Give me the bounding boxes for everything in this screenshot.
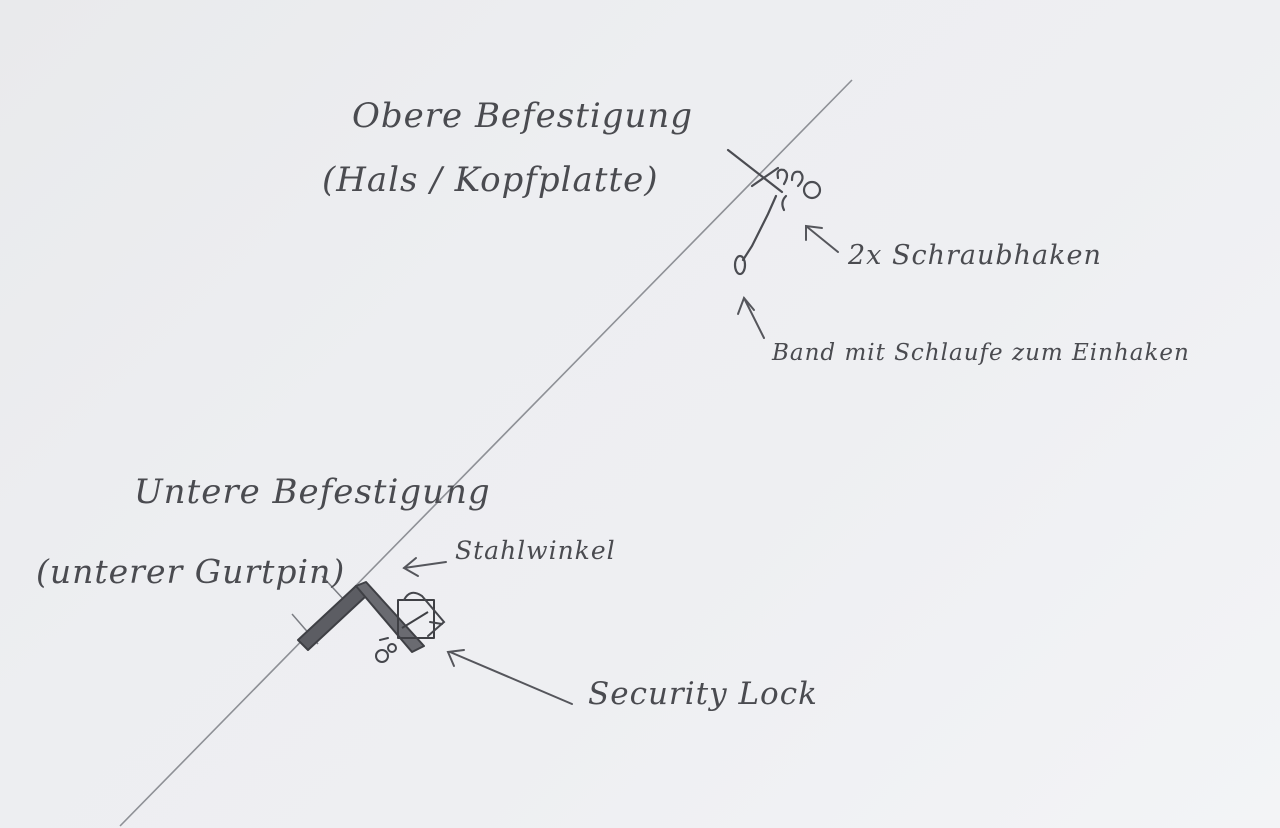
security-lock-label: Security Lock: [588, 676, 818, 712]
steel-angle-icon: [291, 575, 435, 653]
lower-mount-title: Untere Befestigung: [134, 472, 491, 512]
screw-hooks-label: 2x Schraubhaken: [848, 240, 1102, 271]
strap-loop-icon: [733, 194, 778, 276]
upper-mount-subtitle: (Hals / Kopfplatte): [322, 160, 659, 200]
screw-hook-icon: [726, 148, 822, 212]
strap-loop-label: Band mit Schlaufe zum Einhaken: [772, 340, 1190, 366]
upper-mount-title: Obere Befestigung: [352, 96, 694, 136]
arrow-icon: [737, 224, 839, 339]
arrow-icon: [402, 557, 573, 705]
instrument-line: [119, 79, 853, 827]
steel-angle-label: Stahlwinkel: [455, 536, 616, 565]
security-lock-icon: [375, 591, 446, 663]
lower-mount-subtitle: (unterer Gurtpin): [36, 552, 346, 591]
